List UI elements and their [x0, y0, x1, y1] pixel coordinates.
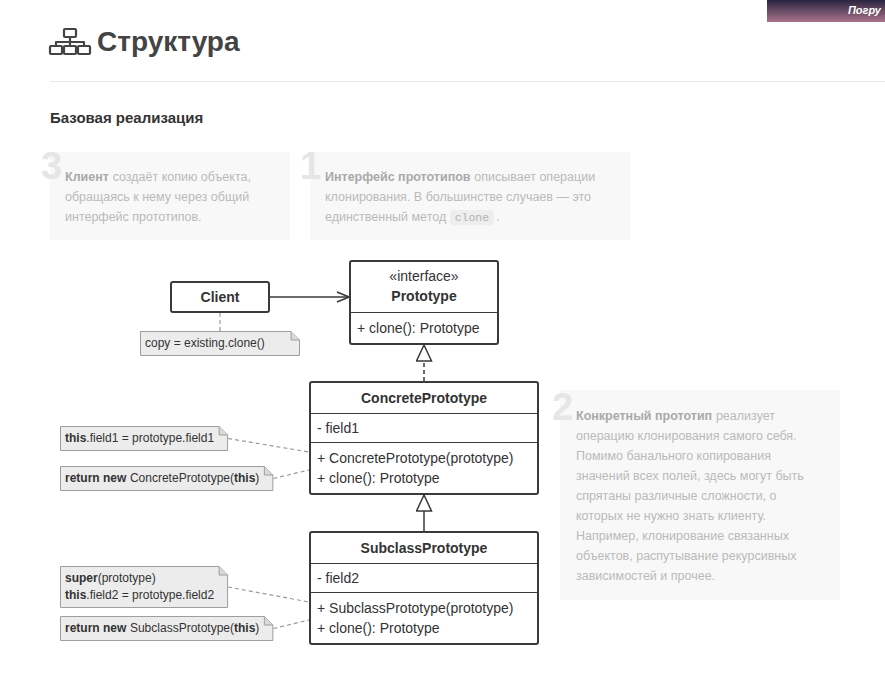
callout-number: 1: [300, 147, 321, 185]
stereotype: «interface»: [359, 266, 489, 286]
class-member: + clone(): Prototype: [357, 318, 491, 338]
code-note: super(prototype) this.field2 = prototype.…: [60, 566, 228, 608]
note-body: [61, 567, 228, 608]
class-member: + SubclassPrototype(prototype): [317, 598, 531, 618]
code-text: ConcretePrototype(: [130, 471, 234, 485]
class-box: SubclassPrototype - field2 + SubclassProto…: [309, 531, 539, 645]
connector: [228, 439, 309, 453]
code-keyword: this: [65, 431, 86, 445]
connector: [273, 470, 309, 479]
class-box: Client: [170, 281, 270, 313]
note-heading: Конкретный прототип: [576, 409, 712, 423]
callout-number: 3: [41, 147, 62, 185]
note-fold: [264, 617, 273, 626]
code-text: ): [255, 621, 259, 635]
code-text: clone: [450, 210, 495, 225]
connector: [423, 345, 425, 381]
note-body: [141, 332, 300, 356]
code-keyword: super: [65, 571, 98, 585]
class-member: - field1: [317, 418, 531, 438]
code-note: return new ConcretePrototype(this): [60, 466, 273, 491]
page-title: Структура: [97, 24, 240, 60]
class-member: + ConcretePrototype(prototype): [317, 448, 531, 468]
section-heading: Базовая реализация: [50, 108, 203, 128]
code-text: .field2 = prototype.field2: [86, 588, 214, 602]
description-note: 2Конкретный прототипреализует операцию к…: [560, 390, 840, 600]
class-box: ConcretePrototype - field1 + ConcreteProto…: [309, 381, 539, 495]
note-text: реализует операцию клонирования самого с…: [576, 409, 804, 583]
code-text: (prototype): [98, 571, 156, 585]
note-fold: [219, 567, 228, 576]
code-keyword: this: [65, 588, 86, 602]
code-note: copy = existing.clone(): [140, 331, 300, 356]
code-keyword: this: [234, 471, 255, 485]
class-member: + clone(): Prototype: [317, 618, 531, 638]
class-name: Prototype: [359, 286, 489, 306]
connector: [228, 587, 309, 602]
class-name: Client: [186, 287, 254, 307]
description-note: 3Клиентсоздаёт копию объекта, обращаясь …: [50, 152, 290, 240]
banner-text: Погру: [848, 3, 881, 17]
connector: [423, 495, 425, 531]
callout-number: 2: [552, 388, 573, 426]
note-fold: [219, 427, 228, 436]
note-text: .: [496, 210, 499, 224]
code-keyword: this: [234, 621, 255, 635]
code-text: copy = existing.clone(): [145, 336, 265, 350]
structure-icon: [50, 29, 90, 54]
connector: [219, 313, 220, 331]
class-member: + clone(): Prototype: [317, 468, 531, 488]
note-body: [61, 467, 273, 491]
banner-image: [767, 0, 885, 22]
note-body: [61, 617, 273, 641]
divider-rule: [50, 81, 885, 82]
note-fold: [264, 467, 273, 476]
code-keyword: return new: [65, 471, 126, 485]
class-name: ConcretePrototype: [319, 388, 529, 408]
code-note: return new SubclassPrototype(this): [60, 616, 273, 641]
code-text: .field1 = prototype.field1: [86, 431, 214, 445]
class-member: - field2: [317, 568, 531, 588]
class-name: SubclassPrototype: [319, 538, 529, 558]
note-heading: Клиент: [65, 170, 109, 184]
note-fold: [291, 332, 300, 341]
note-body: [61, 427, 228, 451]
interface-box: «interface»Prototype + clone(): Prototype: [349, 260, 499, 345]
code-text: SubclassPrototype(: [130, 621, 234, 635]
code-text: ): [255, 471, 259, 485]
connector: [273, 620, 309, 629]
code-keyword: return new: [65, 621, 126, 635]
note-heading: Интерфейс прототипов: [325, 170, 471, 184]
connector: [270, 296, 349, 298]
code-note: this.field1 = prototype.field1: [60, 426, 228, 451]
description-note: 1Интерфейс прототиповописывает операции …: [310, 152, 630, 240]
